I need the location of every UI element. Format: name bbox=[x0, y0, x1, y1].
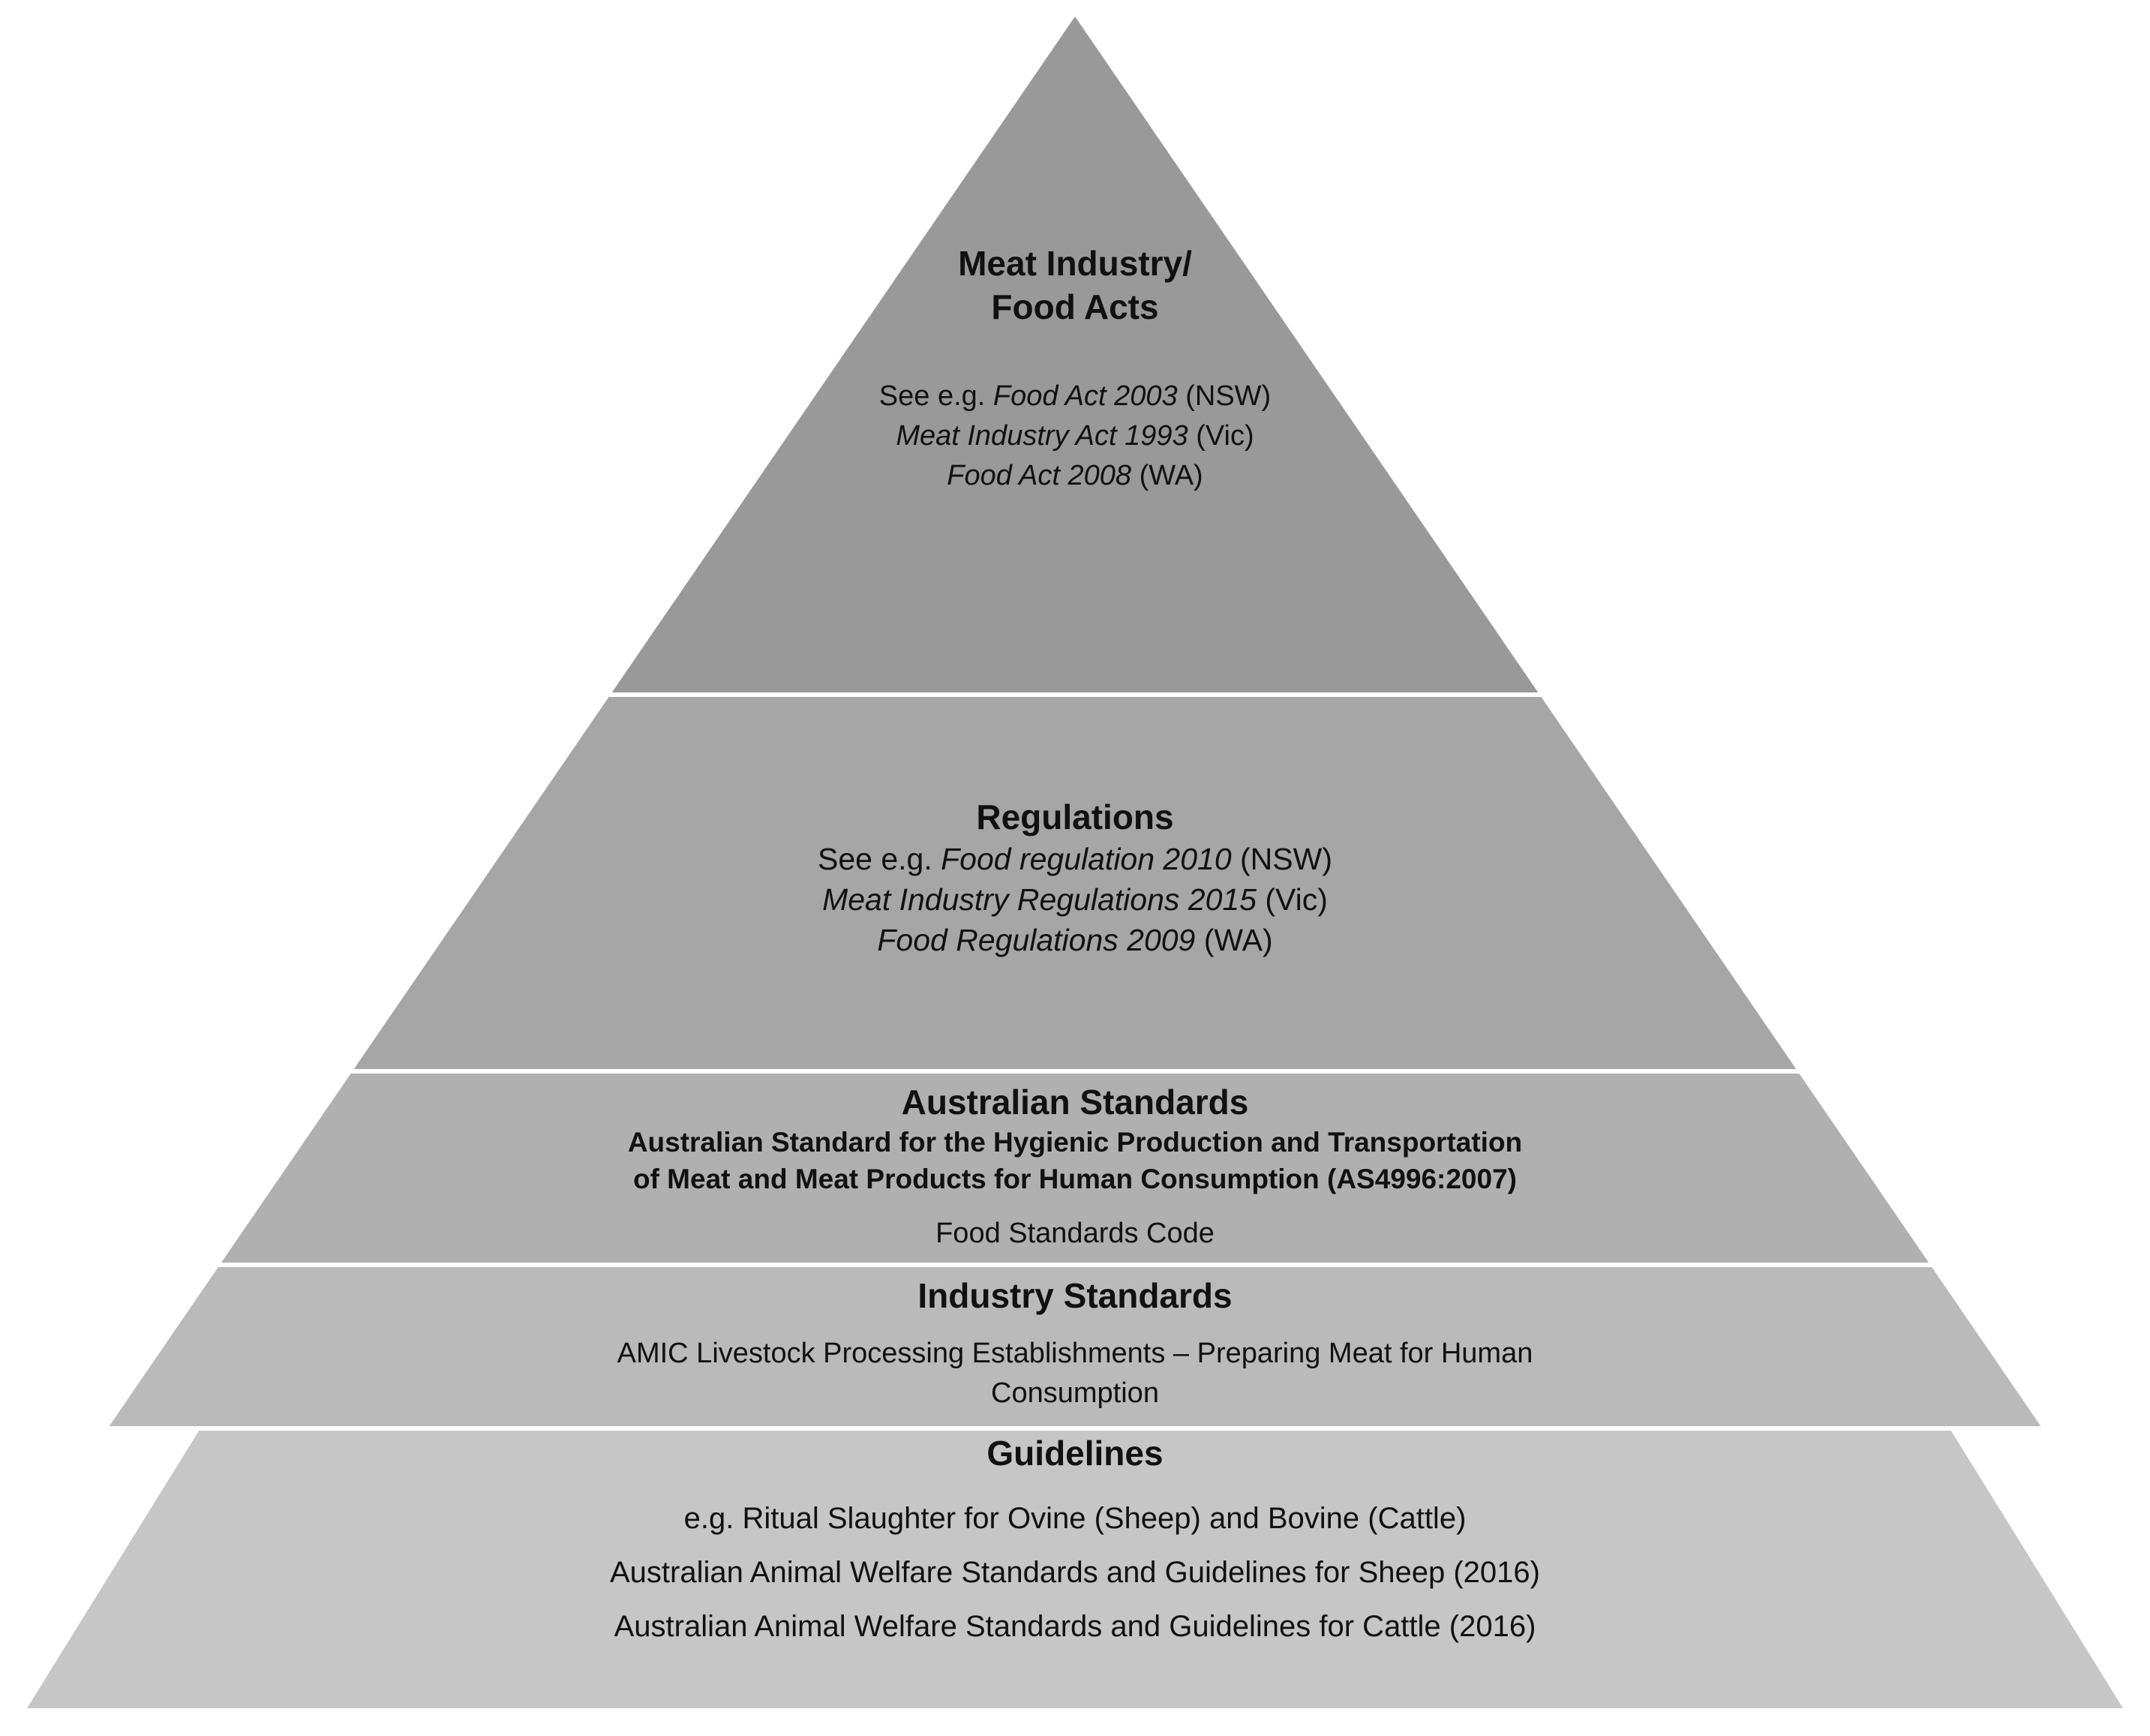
tier-guidelines-item-1: e.g. Ritual Slaughter for Ovine (Sheep) … bbox=[683, 1502, 1467, 1535]
tier-guidelines: Guidelines e.g. Ritual Slaughter for Ovi… bbox=[225, 1431, 1925, 1653]
tier-regulations-example-1: See e.g. Food regulation 2010 (NSW) bbox=[817, 842, 1332, 876]
tier-guidelines-item-3: Australian Animal Welfare Standards and … bbox=[614, 1610, 1536, 1643]
tier-australian-standards-code: Food Standards Code bbox=[935, 1218, 1215, 1249]
tier-regulations-shape bbox=[353, 697, 1797, 1069]
tier-guidelines-shape bbox=[27, 1431, 2123, 1708]
tier-regulations-example-3: Food Regulations 2009 (WA) bbox=[877, 923, 1273, 957]
tier-industry-standards-shape bbox=[109, 1267, 2041, 1426]
tier-guidelines-item-2: Australian Animal Welfare Standards and … bbox=[610, 1556, 1540, 1589]
tier-acts-example-2: Meat Industry Act 1993 (Vic) bbox=[896, 420, 1254, 452]
tier-australian-standards-title: Australian Standards bbox=[901, 1083, 1249, 1122]
tier-acts: Meat Industry/ Food Acts See e.g. Food A… bbox=[675, 242, 1475, 496]
tier-industry-standards-title: Industry Standards bbox=[917, 1276, 1233, 1315]
tier-australian-standards-standard-line2: of Meat and Meat Products for Human Cons… bbox=[632, 1164, 1517, 1194]
tier-acts-title-line1: Meat Industry/ bbox=[958, 244, 1192, 283]
tier-acts-example-1: See e.g. Food Act 2003 (NSW) bbox=[878, 380, 1272, 412]
tier-australian-standards: Australian Standards Australian Standard… bbox=[375, 1080, 1775, 1254]
tier-regulations-title: Regulations bbox=[976, 797, 1174, 836]
tier-industry-standards-line2: Consumption bbox=[991, 1377, 1159, 1409]
tier-acts-shape bbox=[611, 17, 1539, 692]
tier-acts-example-3: Food Act 2008 (WA) bbox=[947, 460, 1203, 491]
tier-guidelines-title: Guidelines bbox=[986, 1434, 1164, 1473]
tier-industry-standards: Industry Standards AMIC Livestock Proces… bbox=[300, 1274, 1850, 1413]
tier-regulations: Regulations See e.g. Food regulation 201… bbox=[525, 795, 1625, 960]
tier-australian-standards-shape bbox=[221, 1074, 1929, 1263]
tier-industry-standards-line1: AMIC Livestock Processing Establishments… bbox=[617, 1338, 1533, 1369]
tier-regulations-example-2: Meat Industry Regulations 2015 (Vic) bbox=[822, 882, 1328, 917]
tier-acts-title-line2: Food Acts bbox=[991, 287, 1159, 326]
tier-australian-standards-standard-line1: Australian Standard for the Hygienic Pro… bbox=[627, 1127, 1523, 1158]
